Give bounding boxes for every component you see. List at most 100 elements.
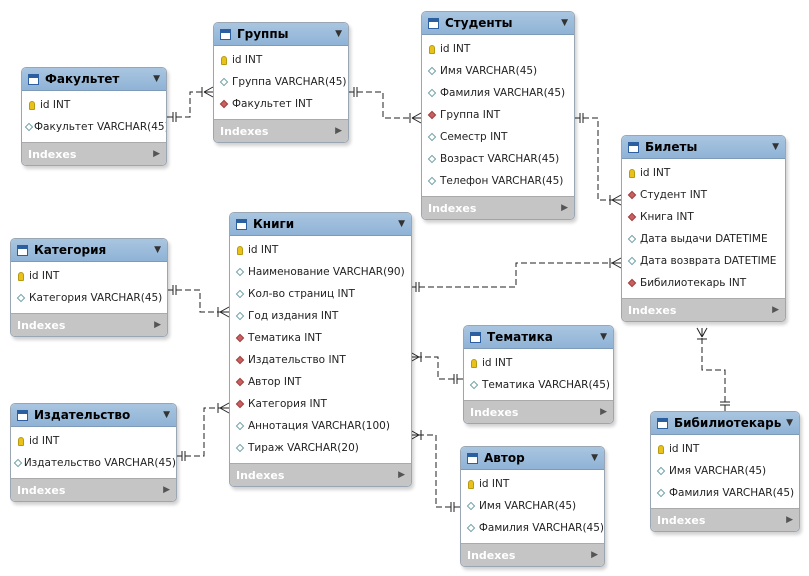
relation-izdatelstvo-knigi[interactable] xyxy=(176,407,229,457)
relation-gruppy-studenty[interactable] xyxy=(348,91,421,119)
relation-studenty-bilety[interactable] xyxy=(574,117,621,201)
relation-fakultet-gruppy[interactable] xyxy=(167,91,213,118)
relation-avtor-knigi[interactable] xyxy=(410,434,460,508)
table-header[interactable]: Книги▼ xyxy=(230,213,411,236)
indexes-section[interactable]: Indexes▶ xyxy=(464,400,613,423)
column-row[interactable]: Имя VARCHAR(45) xyxy=(461,495,604,517)
collapse-arrow-icon[interactable]: ▼ xyxy=(772,142,779,152)
column-row[interactable]: id INT xyxy=(214,49,348,71)
column-row[interactable]: Группа VARCHAR(45) xyxy=(214,71,348,93)
column-diamond-icon xyxy=(427,88,437,98)
table-header[interactable]: Автор▼ xyxy=(461,447,604,470)
collapse-arrow-icon[interactable]: ▼ xyxy=(786,418,793,428)
collapse-arrow-icon[interactable]: ▼ xyxy=(163,410,170,420)
expand-arrow-icon[interactable]: ▶ xyxy=(561,203,568,213)
column-row[interactable]: Год издания INT xyxy=(230,305,411,327)
indexes-section[interactable]: Indexes▶ xyxy=(230,463,411,486)
collapse-arrow-icon[interactable]: ▼ xyxy=(561,18,568,28)
column-row[interactable]: Фамилия VARCHAR(45) xyxy=(422,82,574,104)
table-header[interactable]: Группы▼ xyxy=(214,23,348,46)
table-header[interactable]: Билеты▼ xyxy=(622,136,785,159)
column-row[interactable]: Дата выдачи DATETIME xyxy=(622,228,785,250)
expand-arrow-icon[interactable]: ▶ xyxy=(335,126,342,136)
column-row[interactable]: Автор INT xyxy=(230,371,411,393)
collapse-arrow-icon[interactable]: ▼ xyxy=(153,74,160,84)
column-row[interactable]: id INT xyxy=(464,352,613,374)
column-row[interactable]: Тематика VARCHAR(45) xyxy=(464,374,613,396)
column-row[interactable]: Фамилия VARCHAR(45) xyxy=(651,482,799,504)
expand-arrow-icon[interactable]: ▶ xyxy=(786,515,793,525)
indexes-section[interactable]: Indexes▶ xyxy=(622,298,785,321)
indexes-section[interactable]: Indexes▶ xyxy=(214,119,348,142)
table-header[interactable]: Тематика▼ xyxy=(464,326,613,349)
column-row[interactable]: Тематика INT xyxy=(230,327,411,349)
column-row[interactable]: id INT xyxy=(11,430,176,452)
indexes-section[interactable]: Indexes▶ xyxy=(651,508,799,531)
collapse-arrow-icon[interactable]: ▼ xyxy=(398,219,405,229)
indexes-section[interactable]: Indexes▶ xyxy=(11,478,176,501)
column-label: Студент INT xyxy=(640,189,708,201)
column-row[interactable]: Издательство VARCHAR(45) xyxy=(11,452,176,474)
relation-bibliotekar-bilety[interactable] xyxy=(701,328,726,411)
expand-arrow-icon[interactable]: ▶ xyxy=(163,485,170,495)
column-row[interactable]: Издательство INT xyxy=(230,349,411,371)
column-row[interactable]: id INT xyxy=(461,473,604,495)
column-row[interactable]: Категория INT xyxy=(230,393,411,415)
table-header[interactable]: Издательство▼ xyxy=(11,404,176,427)
table-header[interactable]: Факультет▼ xyxy=(22,68,166,91)
column-row[interactable]: Дата возврата DATETIME xyxy=(622,250,785,272)
indexes-section[interactable]: Indexes▶ xyxy=(22,142,166,165)
indexes-section[interactable]: Indexes▶ xyxy=(422,196,574,219)
column-row[interactable]: id INT xyxy=(230,239,411,261)
indexes-section[interactable]: Indexes▶ xyxy=(11,313,167,336)
expand-arrow-icon[interactable]: ▶ xyxy=(772,305,779,315)
column-row[interactable]: id INT xyxy=(22,94,166,116)
column-row[interactable]: Категория VARCHAR(45) xyxy=(11,287,167,309)
expand-arrow-icon[interactable]: ▶ xyxy=(154,320,161,330)
collapse-arrow-icon[interactable]: ▼ xyxy=(335,29,342,39)
relation-tematika-knigi[interactable] xyxy=(410,356,463,380)
column-row[interactable]: Имя VARCHAR(45) xyxy=(651,460,799,482)
column-row[interactable]: Книга INT xyxy=(622,206,785,228)
column-row[interactable]: Студент INT xyxy=(622,184,785,206)
table-header[interactable]: Категория▼ xyxy=(11,239,167,262)
column-row[interactable]: Аннотация VARCHAR(100) xyxy=(230,415,411,437)
expand-arrow-icon[interactable]: ▶ xyxy=(398,470,405,480)
column-row[interactable]: id INT xyxy=(11,265,167,287)
column-row[interactable]: Бибилиотекарь INT xyxy=(622,272,785,294)
column-row[interactable]: Факультет VARCHAR(45) xyxy=(22,116,166,138)
column-row[interactable]: Возраст VARCHAR(45) xyxy=(422,148,574,170)
column-row[interactable]: Кол-во страниц INT xyxy=(230,283,411,305)
column-row[interactable]: Тираж VARCHAR(20) xyxy=(230,437,411,459)
collapse-arrow-icon[interactable]: ▼ xyxy=(591,453,598,463)
column-row[interactable]: Имя VARCHAR(45) xyxy=(422,60,574,82)
collapse-arrow-icon[interactable]: ▼ xyxy=(154,245,161,255)
column-row[interactable]: Наименование VARCHAR(90) xyxy=(230,261,411,283)
column-row[interactable]: Фамилия VARCHAR(45) xyxy=(461,517,604,539)
column-row[interactable]: Телефон VARCHAR(45) xyxy=(422,170,574,192)
column-row[interactable]: id INT xyxy=(622,162,785,184)
relation-knigi-bilety[interactable] xyxy=(410,262,621,288)
column-row[interactable]: id INT xyxy=(422,38,574,60)
table-header[interactable]: Студенты▼ xyxy=(422,12,574,35)
column-row[interactable]: Семестр INT xyxy=(422,126,574,148)
column-row[interactable]: Факультет INT xyxy=(214,93,348,115)
expand-arrow-icon[interactable]: ▶ xyxy=(591,550,598,560)
collapse-arrow-icon[interactable]: ▼ xyxy=(600,332,607,342)
expand-arrow-icon[interactable]: ▶ xyxy=(153,149,160,159)
indexes-section[interactable]: Indexes▶ xyxy=(461,543,604,566)
column-row[interactable]: id INT xyxy=(651,438,799,460)
column-row[interactable]: Группа INT xyxy=(422,104,574,126)
table-header[interactable]: Бибилиотекарь▼ xyxy=(651,412,799,435)
expand-arrow-icon[interactable]: ▶ xyxy=(600,407,607,417)
